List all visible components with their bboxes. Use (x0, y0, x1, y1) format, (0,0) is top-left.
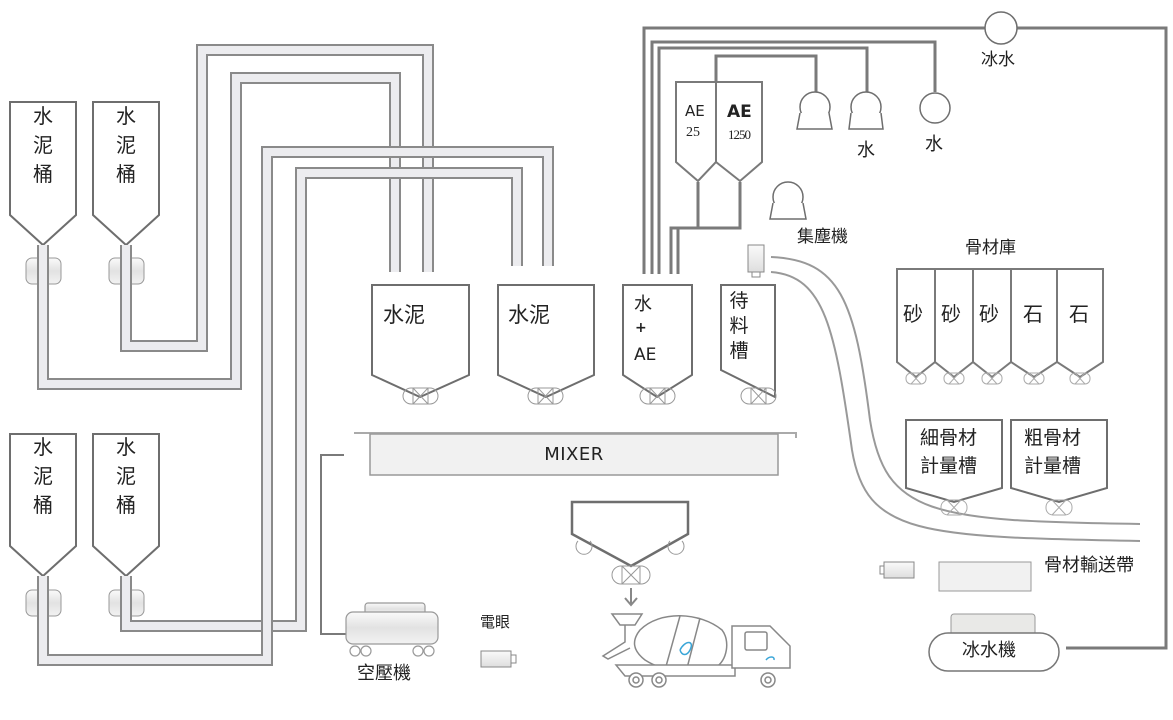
coarse-weigh-label-1: 粗骨材 (1024, 427, 1082, 449)
hopper-ae-label: AE (634, 345, 657, 365)
hopper-cement-1[interactable] (371, 284, 470, 405)
conveyor-label: 骨材輸送帶 (1044, 555, 1134, 576)
water-pump-label: 水 (857, 140, 875, 161)
aggregate-conveyor[interactable] (938, 561, 1032, 592)
water-valve-icon[interactable] (919, 92, 951, 124)
fine-weigh-label-2: 計量槽 (920, 455, 978, 477)
ae-tank-25-value: 25 (686, 125, 700, 140)
mixer-label: MIXER (544, 444, 604, 465)
hopper-water-ae[interactable] (622, 284, 693, 405)
pump-icon[interactable] (796, 91, 833, 130)
cement-silo-3[interactable] (9, 433, 77, 617)
hopper-cement-1-label: 水泥 (383, 303, 425, 327)
aggregate-bin-stone-1[interactable] (1010, 268, 1058, 385)
hopper-water-label: 水 (634, 294, 652, 315)
chilled-water-valve-icon (984, 11, 1018, 45)
bin-label: 砂 (941, 302, 961, 326)
fine-aggregate-weigh-hopper[interactable] (905, 419, 1003, 516)
discharge-valve-icon (740, 387, 777, 405)
chiller-label: 冰水機 (962, 640, 1016, 661)
water-label: 水 (925, 134, 943, 155)
truck-logo-icon (679, 641, 692, 656)
aggregate-storage-title: 骨材庫 (965, 238, 1016, 258)
air-compressor-icon[interactable] (345, 602, 439, 657)
discharge-valve-icon (611, 565, 651, 585)
mixer-truck-icon (601, 613, 791, 688)
water-lines (642, 26, 1168, 650)
hopper-cement-2-label: 水泥 (508, 303, 550, 327)
coarse-weigh-label-2: 計量槽 (1024, 455, 1082, 477)
bin-label: 砂 (979, 302, 999, 326)
bin-label: 石 (1023, 302, 1043, 326)
dust-collector-label: 集塵機 (797, 227, 848, 247)
mixer[interactable] (354, 432, 797, 476)
photo-eye-icon (480, 650, 517, 668)
water-pump-icon[interactable] (848, 91, 884, 130)
aggregate-bins (896, 268, 1104, 385)
hopper-cement-2[interactable] (497, 284, 595, 405)
aggregate-bin-sand-2[interactable] (934, 268, 974, 385)
dust-duct (770, 256, 1141, 542)
cement-silo-1[interactable] (9, 101, 77, 285)
holding-hopper[interactable] (720, 284, 777, 405)
ae-tank-1250-value: 1250 (728, 127, 751, 142)
air-line (320, 454, 347, 635)
dust-collector-icon[interactable] (769, 181, 807, 220)
photo-eye-label: 電眼 (480, 613, 511, 631)
air-compressor-label: 空壓機 (357, 663, 411, 684)
coarse-aggregate-weigh-hopper[interactable] (1010, 419, 1108, 516)
dust-sensor-icon (747, 244, 765, 278)
hopper-plus-label: + (635, 320, 647, 336)
discharge-valve-icon (402, 387, 439, 405)
ae-tank-25-name: AE (685, 102, 705, 120)
holding-hopper-label: 待料槽 (729, 290, 749, 362)
aggregate-bin-sand-3[interactable] (972, 268, 1012, 385)
conveyor-sensor-icon (879, 561, 915, 579)
discharge-hopper[interactable] (570, 500, 690, 607)
chiller-unit[interactable] (928, 613, 1060, 672)
aggregate-bin-sand-1[interactable] (896, 268, 936, 385)
discharge-valve-icon (527, 387, 564, 405)
aggregate-bin-stone-2[interactable] (1056, 268, 1104, 385)
cement-silo-4-label: 水泥桶 (116, 435, 136, 517)
fine-weigh-label-1: 細骨材 (920, 427, 978, 449)
down-arrow-icon (624, 588, 638, 607)
cement-silo-2-label: 水泥桶 (116, 104, 136, 186)
bin-label: 石 (1069, 302, 1089, 326)
ae-tank-1250[interactable] (715, 81, 763, 183)
cement-silo-3-label: 水泥桶 (33, 435, 53, 517)
bin-label: 砂 (903, 302, 923, 326)
ae-tank-1250-name: AE (727, 102, 752, 122)
cement-silo-1-label: 水泥桶 (33, 104, 53, 186)
ae-tank-25[interactable] (675, 81, 717, 183)
chilled-water-label: 冰水 (981, 50, 1015, 70)
discharge-valve-icon (639, 387, 676, 405)
